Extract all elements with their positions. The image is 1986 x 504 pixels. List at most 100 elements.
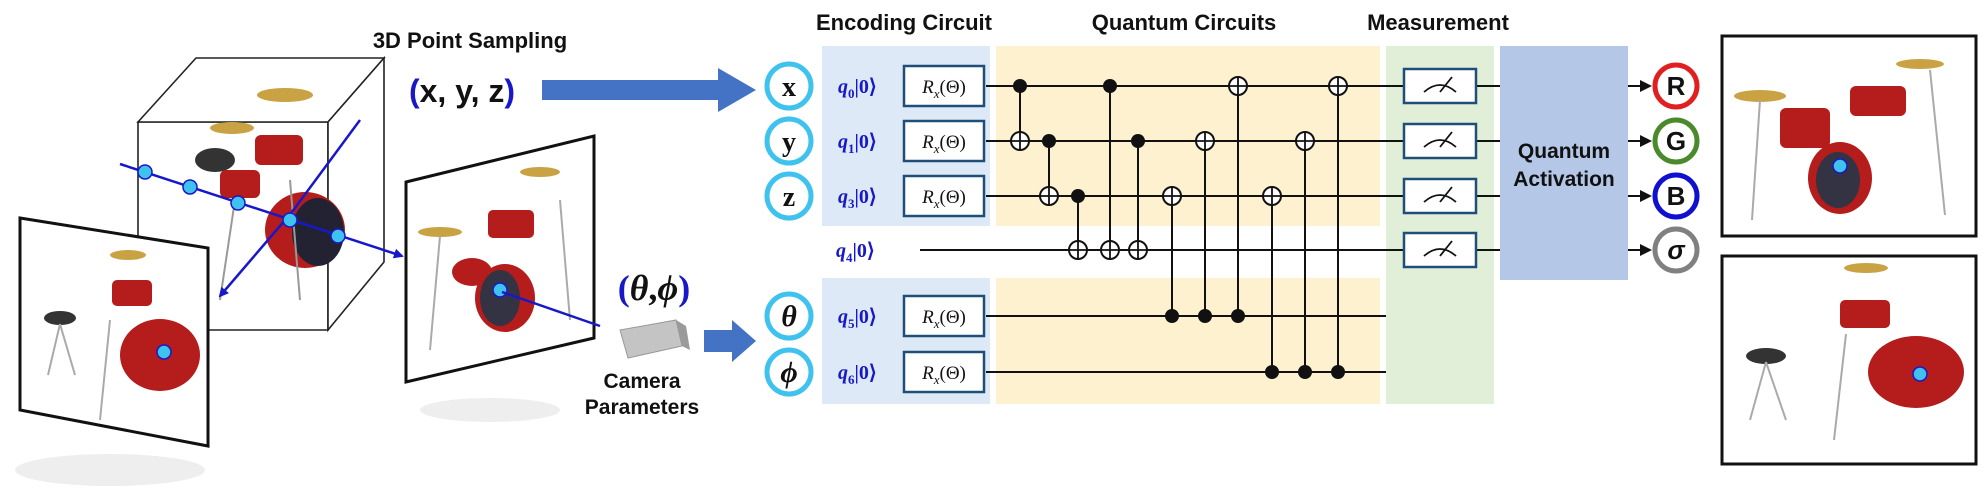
sample-point [330,228,346,244]
output-node [1652,117,1700,165]
meter-needle [1439,240,1453,257]
output-label: B [1667,181,1686,211]
cnot-control [1103,79,1117,93]
qubit-index: 5 [848,316,855,331]
measurement-meter [1402,67,1478,105]
input-node [764,291,814,341]
rx-gate-label: Rx(Θ) [921,77,966,101]
gate-r: R [921,363,934,384]
measurement-meter [1402,122,1478,160]
output-label: G [1666,126,1686,156]
sample-point [137,164,153,180]
cnot-control [1165,309,1179,323]
cnot-control [1198,309,1212,323]
gate-arg: (Θ) [940,307,966,328]
qubit-ket: |0⟩ [855,76,877,98]
rx-gate [902,350,986,394]
sample-point [230,195,246,211]
sample-point [282,212,298,228]
gate-r: R [921,132,934,153]
qubit-label: q5|0⟩ [838,306,877,331]
encoding-circuit-title: Encoding Circuit [816,10,993,35]
meter-needle [1439,186,1453,203]
meter-needle [1439,76,1453,93]
meter-needle [1439,131,1453,148]
qubit-ket: |0⟩ [855,306,877,328]
sampling-section: 3D Point Sampling (x, y, z) (θ,ϕ) Camera… [15,28,756,486]
rx-gate-label: Rx(Θ) [921,187,966,211]
coordinates-label: (x, y, z) [409,73,515,109]
camera-label-line1: Camera [603,370,680,393]
rendered-image-bottom [1720,254,1978,466]
input-symbol: θ [781,300,797,333]
output-node [1652,172,1700,220]
gate-r: R [921,307,934,328]
input-symbol: x [782,72,796,103]
rx-gate [902,174,986,218]
activation-label-line1: Quantum [1518,140,1610,163]
input-node [764,171,814,221]
gate-arg: (Θ) [940,77,966,98]
input-symbol: z [783,182,795,213]
gate-sub: x [933,141,940,156]
qubit-label: q1|0⟩ [838,131,877,156]
output-arrowhead [1640,190,1652,202]
cnot-control [1042,134,1056,148]
qubit-letter: q [838,76,848,98]
phi-symbol: ϕ [657,268,678,308]
qubit-index: 4 [846,250,853,265]
qubit-ket: |0⟩ [855,362,877,384]
qubit-label: q3|0⟩ [838,186,877,211]
qubit-ket: |0⟩ [855,186,877,208]
cnot-control [1331,365,1345,379]
output-arrowhead [1640,244,1652,256]
rx-gate [902,294,986,338]
cnot-control [1231,309,1245,323]
camera-params-label: (θ,ϕ) [618,268,691,308]
output-label: R [1667,71,1686,101]
qubit-index: 3 [848,196,855,211]
qubit-letter: q [838,131,848,153]
camera-ray [290,119,362,213]
input-symbol: ϕ [780,356,797,389]
floor-shadow [15,454,205,486]
input-node [764,61,814,111]
gate-arg: (Θ) [940,363,966,384]
measurement-title: Measurement [1367,10,1510,35]
qubit-index: 1 [848,141,855,156]
rx-gate [902,119,986,163]
meter-dial [1423,84,1457,93]
coords-open-paren: ( [409,73,420,109]
qubit-label: q0|0⟩ [838,76,877,101]
camera-icon [619,319,690,359]
output-arrowhead [1640,80,1652,92]
input-node [764,116,814,166]
quantum-activation-box [1500,46,1628,280]
rx-gate-label: Rx(Θ) [921,363,966,387]
output-arrowhead [1640,135,1652,147]
view-ray [501,290,601,328]
quantum-circuits-title: Quantum Circuits [1092,10,1277,35]
measurement-bg [1386,46,1494,404]
output-node [1652,62,1700,110]
input-node [764,347,814,397]
coords-close-paren: ) [504,73,515,109]
activation-label-line2: Activation [1513,168,1615,191]
measurement-meter [1402,231,1478,269]
floor-shadow [420,398,560,422]
qubit-label: q4|0⟩ [836,240,875,265]
sample-points [137,164,346,244]
qubit-index: 6 [848,372,855,387]
output-node [1652,226,1700,274]
cnot-control [1131,134,1145,148]
view-image-right [404,134,596,384]
measurement-meter [1402,177,1478,215]
gate-r: R [921,77,934,98]
view-image-left [18,216,210,448]
sampling-to-circuit-arrow [542,68,756,112]
gate-arg: (Θ) [940,187,966,208]
params-close-paren: ) [678,268,690,308]
qubit-letter: q [838,362,848,384]
